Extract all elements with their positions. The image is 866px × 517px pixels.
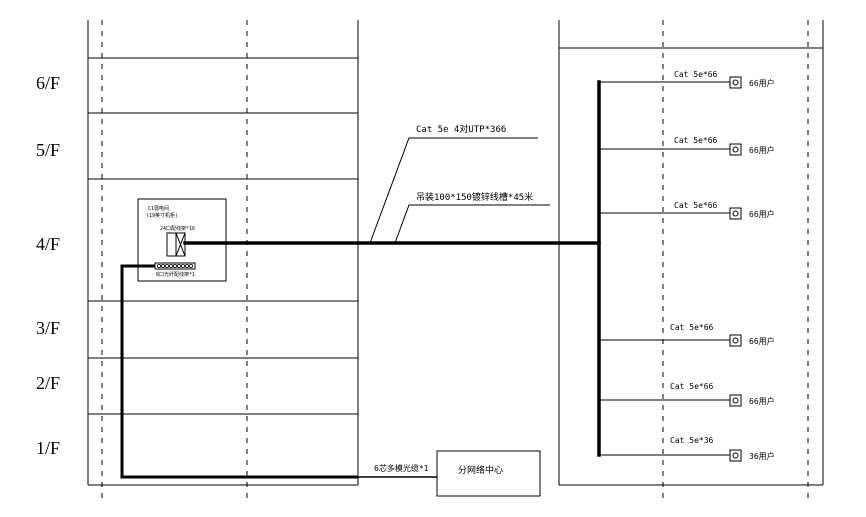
drop-cable-label: Cat 5e*66 — [674, 136, 718, 145]
right-building — [558, 20, 824, 486]
drop-cable-label: Cat 5e*66 — [670, 323, 714, 332]
floor-labels: 6/F 5/F 4/F 3/F 2/F 1/F — [36, 73, 60, 458]
left-building — [87, 20, 359, 486]
patch-panel-mark — [175, 232, 186, 257]
floor-label: 1/F — [36, 438, 60, 458]
outlet-icon — [732, 79, 739, 86]
patch-panel-label: 24口配线架*16 — [160, 225, 195, 232]
outlets — [729, 76, 742, 462]
trunk-cable-label: Cat 5e 4对UTP*366 — [416, 123, 506, 135]
outlet-icon — [732, 397, 739, 404]
drop-lines — [599, 81, 730, 456]
fiber-panel-label: 8口光纤配线架*1 — [156, 271, 195, 278]
trunk-cable — [183, 80, 601, 457]
user-count-label: 66用户 — [749, 145, 775, 155]
user-count-label: 66用户 — [749, 336, 775, 346]
user-count-label: 66用户 — [749, 209, 775, 219]
closet-subtitle: (19英寸机柜) — [146, 212, 178, 219]
floor-label: 4/F — [36, 234, 60, 254]
network-center-label: 分网络中心 — [458, 464, 503, 476]
drop-cable-label: Cat 5e*66 — [674, 70, 718, 79]
outlet-icon — [732, 146, 739, 153]
drop-cable-label: Cat 5e*66 — [670, 382, 714, 391]
network-center-box — [436, 450, 541, 497]
trunk-label-leader — [369, 137, 538, 244]
outlet-icon — [732, 337, 739, 344]
tray-label-leader — [394, 204, 550, 244]
leader-lines — [369, 137, 550, 244]
user-count-label: 36用户 — [749, 451, 775, 461]
fiber-cable-label: 6芯多模光缆*1 — [374, 463, 429, 473]
floor-label: 5/F — [36, 140, 60, 160]
floor-label: 6/F — [36, 73, 60, 93]
fiber-route — [120, 264, 358, 479]
user-count-label: 66用户 — [749, 396, 775, 406]
network-center: 分网络中心 — [436, 450, 541, 497]
telecom-closet: C1弱电间 (19英寸机柜) 24口配线架*16 8口光纤配线架*1 — [137, 198, 227, 282]
outlet-icon — [732, 210, 739, 217]
user-count-label: 66用户 — [749, 78, 775, 88]
grid-lines — [101, 20, 809, 500]
drop-cable-label: Cat 5e*36 — [670, 436, 714, 445]
user-count-labels: 66用户 66用户 66用户 66用户 66用户 36用户 — [749, 78, 775, 461]
drop-cable-labels: Cat 5e*66 Cat 5e*66 Cat 5e*66 Cat 5e*66 … — [670, 70, 718, 445]
drop-cable-label: Cat 5e*66 — [674, 201, 718, 210]
outlet-icon — [732, 452, 739, 459]
tray-label: 吊装100*150镀锌线槽*45米 — [416, 191, 533, 203]
fiber-backbone — [120, 264, 438, 479]
floor-label: 3/F — [36, 318, 60, 338]
fiber-ports — [156, 263, 193, 268]
closet-title: C1弱电间 — [148, 205, 169, 212]
floor-label: 2/F — [36, 373, 60, 393]
